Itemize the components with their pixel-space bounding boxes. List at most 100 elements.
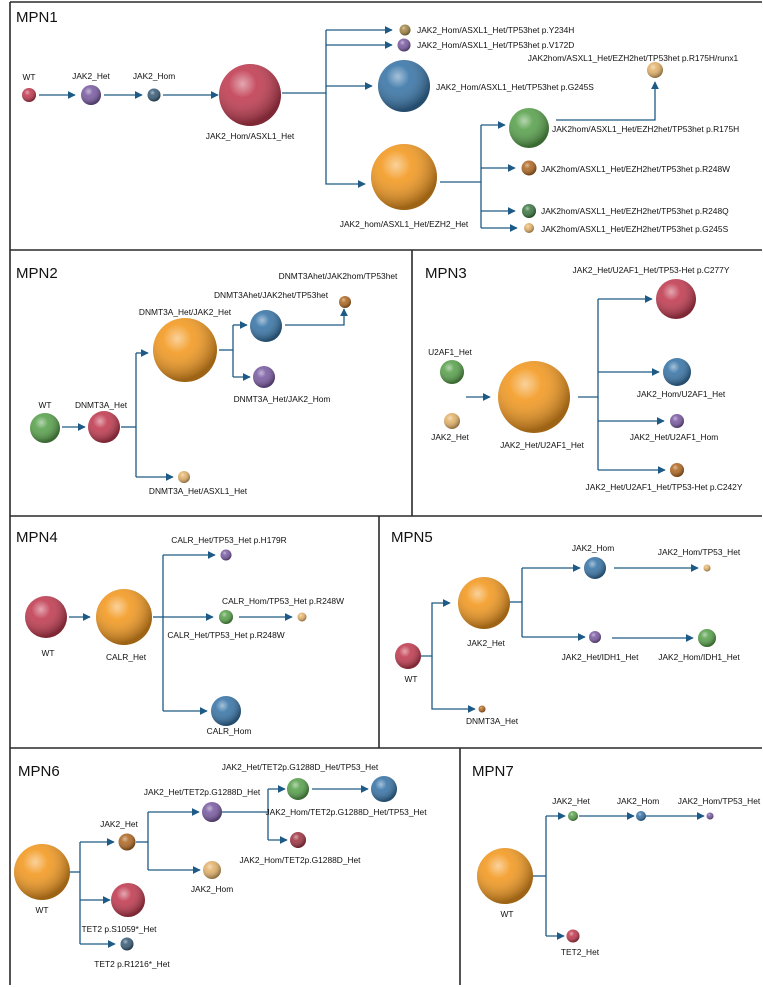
clone-sphere-shading	[478, 705, 486, 713]
panel-title-mpn3: MPN3	[425, 265, 467, 282]
clone-sphere-shading	[458, 577, 510, 629]
clone-label-mpn6-tp53het: JAK2_Het/TET2p.G1288D_Het/TP53_Het	[222, 762, 379, 772]
clone-label-mpn6-wt: WT	[35, 905, 48, 915]
clone-sphere-shading	[211, 696, 241, 726]
clone-sphere-shading	[371, 144, 437, 210]
clone-sphere-shading	[509, 108, 549, 148]
clone-node-mpn2-wt	[30, 413, 60, 443]
clone-sphere-shading	[670, 463, 684, 477]
clone-label-mpn3-u2hom: JAK2_Het/U2AF1_Hom	[630, 432, 718, 442]
clone-label-mpn6-s1059: TET2 p.S1059*_Het	[82, 924, 158, 934]
clone-node-mpn6-wt	[14, 844, 70, 900]
panel-title-mpn1: MPN1	[16, 9, 58, 26]
clone-node-mpn2-d3j2	[153, 318, 217, 382]
clone-sphere-shading	[30, 413, 60, 443]
clone-node-mpn6-tp53hom	[371, 776, 397, 802]
clone-label-mpn7-wt: WT	[500, 909, 513, 919]
clone-node-mpn3-homu2	[663, 358, 691, 386]
clone-sphere-shading	[88, 411, 120, 443]
clone-sphere-shading	[339, 296, 351, 308]
clone-label-mpn1-runx1: JAK2hom/ASXL1_Het/EZH2het/TP53het p.R175…	[528, 53, 739, 63]
clone-label-mpn4-r248het: CALR_Het/TP53_Het p.R248W	[167, 630, 284, 640]
clone-sphere-shading	[203, 861, 221, 879]
clone-node-mpn6-homtet2	[290, 832, 306, 848]
clone-sphere-shading	[663, 358, 691, 386]
clone-node-mpn2-d3het	[88, 411, 120, 443]
clone-sphere-shading	[566, 929, 580, 943]
clone-node-mpn1-r248q	[522, 204, 536, 218]
clone-sphere-shading	[444, 413, 460, 429]
clone-label-mpn3-j2: JAK2_Het	[431, 432, 469, 442]
clone-sphere-shading	[568, 811, 578, 821]
clone-sphere-shading	[96, 589, 152, 645]
panel-title-mpn2: MPN2	[16, 265, 58, 282]
clone-label-mpn7-tet2: TET2_Het	[561, 947, 600, 957]
clone-node-mpn1-big	[219, 64, 281, 126]
clone-label-mpn1-j2hom: JAK2_Hom	[133, 71, 175, 81]
clone-label-mpn7-j2hom: JAK2_Hom	[617, 796, 659, 806]
clone-node-mpn7-wt	[477, 848, 533, 904]
clone-label-mpn2-asxl1: DNMT3A_Het/ASXL1_Het	[149, 486, 248, 496]
clone-node-mpn6-s1059	[111, 883, 145, 917]
panel-title-mpn5: MPN5	[391, 529, 433, 546]
clone-label-mpn5-idh1het: JAK2_Het/IDH1_Het	[562, 652, 639, 662]
clone-label-mpn5-j2het: JAK2_Het	[467, 638, 505, 648]
clone-node-mpn6-tp53het	[287, 778, 309, 800]
clone-label-mpn6-tet2: JAK2_Het/TET2p.G1288D_Het	[144, 787, 261, 797]
clone-node-mpn1-r248w	[521, 160, 537, 176]
clone-sphere-shading	[14, 844, 70, 900]
clone-node-mpn3-u2hom	[670, 414, 684, 428]
clone-label-mpn5-wt: WT	[404, 674, 417, 684]
clone-sphere-shading	[656, 279, 696, 319]
clone-label-mpn5-idh1hom: JAK2_Hom/IDH1_Het	[658, 652, 740, 662]
clone-node-mpn5-homtp53	[703, 564, 711, 572]
clone-sphere-shading	[253, 366, 275, 388]
clone-label-mpn3-big: JAK2_Het/U2AF1_Het	[500, 440, 584, 450]
clone-node-mpn1-runx1	[647, 62, 663, 78]
clone-label-mpn2-d3het: DNMT3A_Het	[75, 400, 128, 410]
clone-node-mpn5-wt	[395, 643, 421, 669]
clone-label-mpn5-dnmt3a: DNMT3A_Het	[466, 716, 519, 726]
clone-sphere-shading	[397, 38, 411, 52]
clone-node-mpn1-g245b	[524, 223, 534, 233]
clone-sphere-shading	[589, 631, 601, 643]
clone-node-mpn2-j2homtp53	[339, 296, 351, 308]
clone-label-mpn5-homtp53: JAK2_Hom/TP53_Het	[658, 547, 741, 557]
clone-label-mpn2-j2homtp53: DNMT3Ahet/JAK2hom/TP53het	[279, 271, 398, 281]
clone-label-mpn1-r248w: JAK2hom/ASXL1_Het/EZH2het/TP53het p.R248…	[541, 164, 730, 174]
clone-node-mpn4-r248hom	[297, 612, 307, 622]
clone-sphere-shading	[670, 414, 684, 428]
connectors	[39, 26, 705, 948]
clone-node-mpn5-j2het	[458, 577, 510, 629]
panel-title-mpn6: MPN6	[18, 763, 60, 780]
clone-node-mpn7-j2het	[568, 811, 578, 821]
clone-node-mpn6-j2het	[118, 833, 136, 851]
clone-sphere-shading	[287, 778, 309, 800]
clone-sphere-shading	[698, 629, 716, 647]
clone-node-mpn7-tet2	[566, 929, 580, 943]
clone-label-mpn7-j2het: JAK2_Het	[552, 796, 590, 806]
clone-sphere-shading	[118, 833, 136, 851]
clone-sphere-shading	[120, 937, 134, 951]
clone-node-mpn2-tp53	[250, 310, 282, 342]
clone-node-mpn3-c277	[656, 279, 696, 319]
clone-node-mpn3-c242	[670, 463, 684, 477]
clone-sphere-shading	[25, 596, 67, 638]
clone-label-mpn3-u2: U2AF1_Het	[428, 347, 472, 357]
clone-sphere-shading	[219, 64, 281, 126]
panel-title-mpn7: MPN7	[472, 763, 514, 780]
clone-node-mpn7-j2hom	[636, 811, 646, 821]
clone-label-mpn6-tp53hom: JAK2_Hom/TET2p.G1288D_Het/TP53_Het	[265, 807, 427, 817]
clone-sphere-shading	[706, 812, 714, 820]
clone-node-mpn5-idh1hom	[698, 629, 716, 647]
clone-node-mpn4-calr	[96, 589, 152, 645]
clone-sphere-shading	[524, 223, 534, 233]
clone-node-mpn1-wt	[22, 88, 36, 102]
clone-node-mpn4-wt	[25, 596, 67, 638]
clone-node-mpn1-g245a	[378, 60, 430, 112]
clone-node-mpn5-j2hom	[584, 557, 606, 579]
clone-node-mpn1-v172	[397, 38, 411, 52]
clone-sphere-shading	[647, 62, 663, 78]
